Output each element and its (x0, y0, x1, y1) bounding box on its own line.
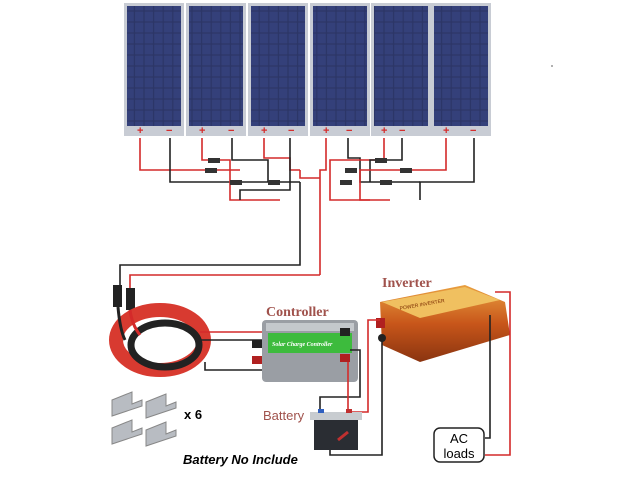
svg-text:+: + (381, 125, 387, 137)
svg-text:−: − (288, 125, 294, 137)
svg-text:−: − (228, 125, 234, 137)
svg-text:+: + (323, 125, 329, 137)
svg-text:Solar Charge Controller: Solar Charge Controller (272, 342, 333, 348)
solar-panel (186, 3, 246, 136)
solar-panel (310, 3, 370, 136)
ac-loads-label: AC (450, 431, 468, 446)
mc4-connectors (205, 158, 412, 185)
battery-note: Battery No Include (183, 452, 298, 467)
solar-panel (248, 3, 308, 136)
battery-label: Battery (263, 408, 305, 423)
svg-text:−: − (166, 125, 172, 137)
solar-panels (124, 3, 491, 136)
mounting-brackets (111, 391, 177, 447)
svg-text:−: − (346, 125, 352, 137)
svg-text:+: + (199, 125, 205, 137)
svg-text:+: + (137, 125, 143, 137)
solar-panel (124, 3, 184, 136)
cable-to-controller (200, 339, 262, 371)
svg-text:−: − (399, 125, 405, 137)
controller-label: Controller (266, 305, 329, 320)
solar-panel (431, 3, 491, 136)
power-inverter: POWER INVERTER (376, 285, 510, 362)
ac-loads-box (433, 427, 485, 463)
panel-terminals: +− +− +− +− +− +− (137, 125, 476, 137)
speck (551, 65, 553, 67)
svg-text:−: − (470, 125, 476, 137)
solar-panel (371, 3, 431, 136)
battery (310, 409, 362, 450)
inverter-label: Inverter (382, 276, 432, 291)
bracket-count: x 6 (184, 407, 202, 422)
charge-controller: Solar Charge Controller (252, 320, 358, 382)
ac-loads-label-2: loads (443, 446, 475, 461)
panel-wiring (119, 138, 475, 290)
svg-text:+: + (443, 125, 449, 137)
svg-text:+: + (261, 125, 267, 137)
pv-cable-coil (109, 285, 211, 377)
